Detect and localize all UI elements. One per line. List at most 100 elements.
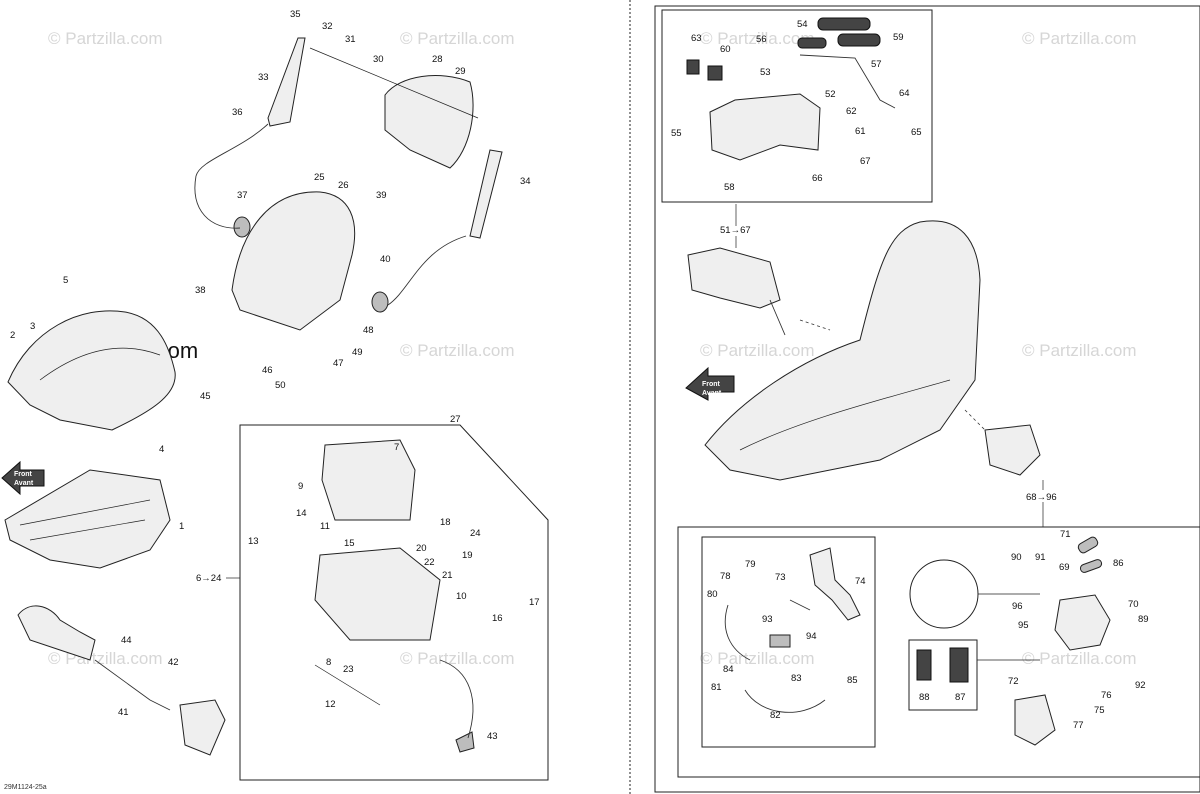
front-arrow: Front Avant <box>685 366 735 401</box>
backrest <box>231 191 356 331</box>
callout-number: 11 <box>320 521 330 532</box>
callout-number: 73 <box>775 572 786 583</box>
callout-number: 96 <box>1012 601 1023 612</box>
callout-number: 64 <box>899 88 910 99</box>
watermark: © Partzilla.com <box>400 341 515 360</box>
wiring-harness <box>724 599 826 713</box>
callout-number: 55 <box>671 128 682 139</box>
watermark: © Partzilla.com <box>1022 649 1137 668</box>
callout-number: 58 <box>724 182 735 193</box>
callout-number: 77 <box>1073 720 1084 731</box>
callout-number: 22 <box>424 557 435 568</box>
callout-number: 75 <box>1094 705 1105 716</box>
seat-cover <box>7 310 176 431</box>
callout-number: 92 <box>1135 680 1146 691</box>
right-panel-frame <box>654 5 1200 793</box>
watermark: © Partzilla.com <box>1022 29 1137 48</box>
callout-number: 66 <box>812 173 823 184</box>
callout-number: 3 <box>30 321 35 332</box>
callout-number: 31 <box>345 34 356 45</box>
callout-number: 4 <box>159 444 164 455</box>
callout-number: 79 <box>745 559 756 570</box>
switch-87-88 <box>916 647 969 683</box>
callout-number: 74 <box>855 576 866 587</box>
callout-number: 16 <box>492 613 503 624</box>
callout-number: 54 <box>797 19 808 30</box>
callout-number: 29 <box>455 66 466 77</box>
callout-number: 27 <box>450 414 461 425</box>
front-arrow: Front Avant <box>1 460 45 496</box>
callout-number: 62 <box>846 106 857 117</box>
callout-number: 36 <box>232 107 243 118</box>
callout-number: 39 <box>376 190 387 201</box>
grip-43 <box>439 659 475 753</box>
callout-number: 25 <box>314 172 325 183</box>
front-label: Front <box>702 381 721 388</box>
callout-number: 76 <box>1101 690 1112 701</box>
callout-number: 19 <box>462 550 473 561</box>
wiring-subframe <box>701 536 876 748</box>
handle-assembly-left <box>17 605 226 756</box>
callout-number: 67 <box>860 156 871 167</box>
callout-number: 59 <box>893 32 904 43</box>
bracket-left <box>267 37 306 127</box>
cable <box>194 123 467 306</box>
callout-number: 26 <box>338 180 349 191</box>
foam-71 <box>1077 536 1103 573</box>
callout-number: 5 <box>63 275 68 286</box>
callout-number: 81 <box>711 682 722 693</box>
callout-number: 56 <box>756 34 767 45</box>
watermark-layer: © Partzilla.com © Partzilla.com © Partzi… <box>48 29 1137 668</box>
callout-number: 24 <box>470 528 481 539</box>
callout-number: 71 <box>1060 529 1071 540</box>
electrical-inset-frame <box>677 526 1200 778</box>
callout-number: 94 <box>806 631 817 642</box>
heater-element-74 <box>809 547 861 621</box>
callout-number: 87 <box>955 692 966 703</box>
knob-37-right <box>371 291 389 313</box>
callout-number: 70 <box>1128 599 1139 610</box>
callout-number: 28 <box>432 54 443 65</box>
callout-number: 34 <box>520 176 531 187</box>
bracket-72 <box>1014 694 1056 746</box>
watermark: © Partzilla.com <box>400 649 515 668</box>
group-ref-6-24: 6→24 <box>196 573 221 584</box>
callout-number: 38 <box>195 285 206 296</box>
callout-number: 80 <box>707 589 718 600</box>
callout-number: 90 <box>1011 552 1022 563</box>
callout-number: 13 <box>248 536 259 547</box>
callout-number: 12 <box>325 699 336 710</box>
seat-base-inset-frame <box>239 424 549 781</box>
callout-number: 61 <box>855 126 866 137</box>
callout-number: 44 <box>121 635 132 646</box>
callout-number: 30 <box>373 54 384 65</box>
callout-number: 53 <box>760 67 771 78</box>
watermark: © Partzilla.com <box>48 29 163 48</box>
avant-label: Avant <box>14 480 34 487</box>
side-cover-68 <box>984 424 1041 476</box>
group-ref-68-96: 68→96 <box>1026 492 1057 503</box>
callout-number: 41 <box>118 707 129 718</box>
callout-number: 65 <box>911 127 922 138</box>
callout-number: 45 <box>200 391 211 402</box>
callout-number: 52 <box>825 89 836 100</box>
callout-number: 60 <box>720 44 731 55</box>
seat-base-pan <box>4 469 171 569</box>
callout-number: 49 <box>352 347 363 358</box>
seat-frame <box>314 439 441 706</box>
callout-number: 8 <box>326 657 331 668</box>
callout-number: 78 <box>720 571 731 582</box>
callout-number: 42 <box>168 657 179 668</box>
callout-number: 47 <box>333 358 344 369</box>
avant-label: Avant <box>702 390 722 397</box>
grips-54-59 <box>797 17 896 109</box>
callout-number: 69 <box>1059 562 1070 573</box>
callout-number: 57 <box>871 59 882 70</box>
callout-number: 85 <box>847 675 858 686</box>
switch-63 <box>686 59 723 81</box>
switch-detail-circle <box>909 559 979 629</box>
callout-number: 82 <box>770 710 781 721</box>
watermark: © Partzilla.com <box>700 649 815 668</box>
callout-number: 84 <box>723 664 734 675</box>
